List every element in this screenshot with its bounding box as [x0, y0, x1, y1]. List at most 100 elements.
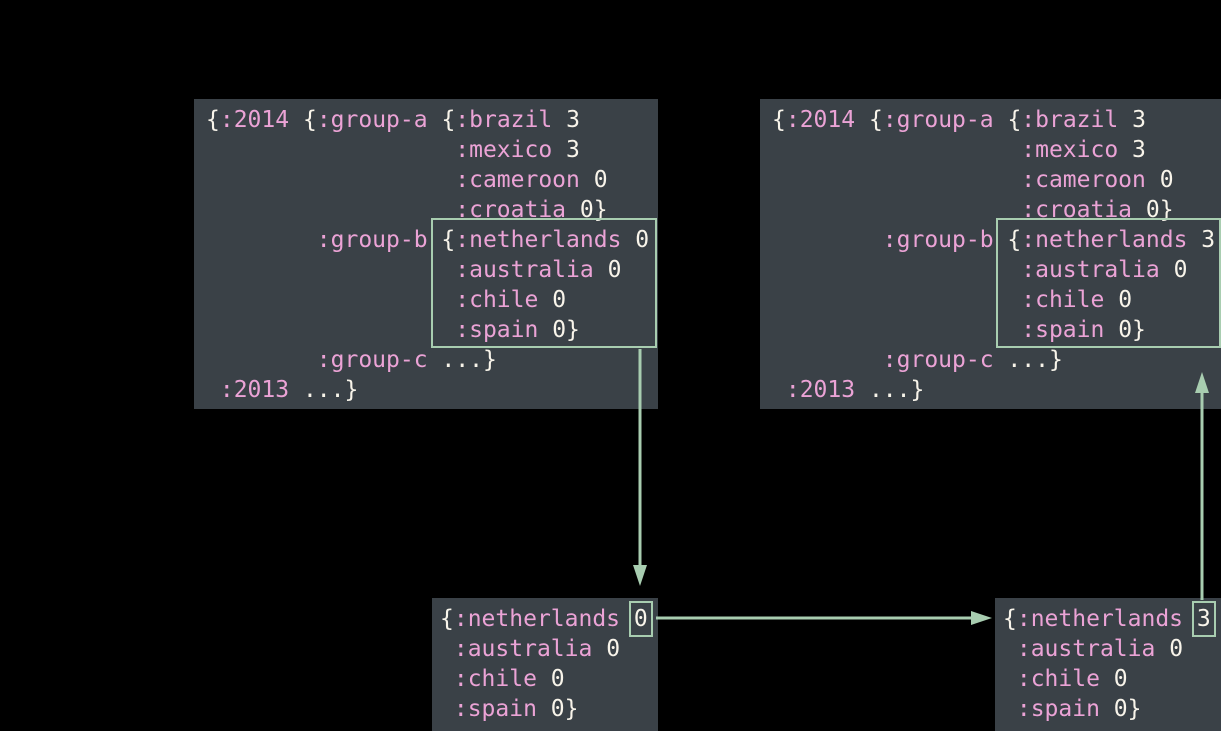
plain-token: 0} [538, 317, 580, 343]
plain-token: { [993, 227, 1022, 253]
keyword-token: :netherlands [455, 227, 622, 253]
plain-token [772, 287, 1021, 313]
plain-token: ...} [289, 377, 359, 403]
keyword-token: :cameroon [1021, 167, 1146, 193]
plain-token [772, 197, 1021, 223]
code-block-original-map: {:2014 {:group-a {:brazil 3 :mexico 3 :c… [194, 99, 658, 409]
code-line: :mexico 3 [206, 135, 658, 165]
keyword-token: :group-b [882, 227, 994, 253]
code-line: :group-b {:netherlands 3 [772, 225, 1221, 255]
plain-token [772, 317, 1021, 343]
code-line: :spain 0} [440, 694, 658, 724]
plain-token: 0 [1104, 287, 1133, 313]
plain-token [772, 167, 1021, 193]
update-arrow-right-icon [656, 611, 992, 625]
plain-token [206, 377, 220, 403]
plain-token [206, 317, 455, 343]
plain-token [1183, 606, 1197, 632]
keyword-token: :group-c [882, 347, 994, 373]
plain-token: 0} [536, 696, 579, 722]
code-line: :chile 0 [1003, 664, 1221, 694]
plain-token [772, 257, 1021, 283]
keyword-token: :group-a [316, 107, 428, 133]
plain-token [1003, 636, 1017, 662]
code-line: :australia 0 [206, 255, 658, 285]
plain-token: 0 [1159, 257, 1188, 283]
plain-token: { [772, 107, 786, 133]
plain-token: ...} [855, 377, 925, 403]
plain-token: { [993, 107, 1022, 133]
code-line: :spain 0} [206, 315, 658, 345]
plain-token: 3 [552, 107, 580, 133]
code-line: :group-b {:netherlands 0 [206, 225, 658, 255]
keyword-token: :2014 [219, 107, 290, 133]
plain-token [440, 636, 454, 662]
keyword-token: :spain [455, 317, 539, 343]
code-line: {:netherlands 0 [440, 601, 658, 637]
plain-token: { [289, 107, 317, 133]
highlight-box-group-b-original [431, 218, 657, 348]
plain-token: 0} [1099, 696, 1142, 722]
keyword-token: :brazil [1021, 107, 1119, 133]
keyword-token: :spain [1021, 317, 1105, 343]
plain-token: 0 [536, 666, 565, 692]
plain-token: 3 [1118, 137, 1146, 163]
keyword-token: :cameroon [455, 167, 580, 193]
code-block-updated-map: {:2014 {:group-a {:brazil 3 :mexico 3 :c… [760, 99, 1221, 409]
keyword-token: :netherlands [1021, 227, 1188, 253]
code-line: :mexico 3 [772, 135, 1221, 165]
plain-token: 0 [1099, 666, 1128, 692]
code-line: :cameroon 0 [772, 165, 1221, 195]
plain-token [1003, 666, 1017, 692]
plain-token: { [855, 107, 883, 133]
code-line: :chile 0 [206, 285, 658, 315]
keyword-token: :group-c [316, 347, 428, 373]
plain-token: 0} [1104, 317, 1146, 343]
plain-token [772, 347, 883, 373]
highlighted-value: 3 [1191, 601, 1216, 637]
code-line: {:netherlands 3 [1003, 601, 1221, 637]
plain-token [772, 137, 1021, 163]
code-line: :chile 0 [772, 285, 1221, 315]
plain-token [772, 227, 883, 253]
keyword-token: :australia [455, 257, 594, 283]
keyword-token: :australia [453, 636, 593, 662]
keyword-token: :spain [453, 696, 537, 722]
plain-token [206, 137, 455, 163]
keyword-token: :2013 [219, 377, 290, 403]
keyword-token: :australia [1016, 636, 1156, 662]
plain-token: 3 [1118, 107, 1146, 133]
plain-token [772, 377, 786, 403]
code-line: :group-c ...} [772, 345, 1221, 375]
plain-token: 0 [538, 287, 567, 313]
code-line: :2013 ...} [206, 375, 658, 405]
keyword-token: :spain [1016, 696, 1100, 722]
code-line: :australia 0 [440, 634, 658, 664]
keyword-token: :chile [455, 287, 539, 313]
keyword-token: :chile [1016, 666, 1100, 692]
plain-token: 3 [1187, 227, 1216, 253]
keyword-token: :mexico [455, 137, 553, 163]
plain-token: { [206, 107, 220, 133]
keyword-token: :netherlands [1016, 606, 1184, 632]
plain-token [206, 227, 317, 253]
plain-token: { [1003, 606, 1017, 632]
highlighted-value: 0 [628, 601, 653, 637]
plain-token: ...} [427, 347, 497, 373]
keyword-token: :brazil [455, 107, 553, 133]
plain-token: { [440, 606, 454, 632]
keyword-token: :2014 [785, 107, 856, 133]
plain-token [440, 666, 454, 692]
code-line: :spain 0} [772, 315, 1221, 345]
plain-token [620, 606, 634, 632]
keyword-token: :group-b [316, 227, 428, 253]
highlight-box-group-b-updated [996, 218, 1221, 348]
plain-token: { [427, 107, 456, 133]
keyword-token: :chile [1021, 287, 1105, 313]
code-block-updated-submap: {:netherlands 3 :australia 0 :chile 0 :s… [995, 598, 1221, 731]
plain-token: ...} [993, 347, 1063, 373]
plain-token: 0 [621, 227, 650, 253]
keyword-token: :mexico [1021, 137, 1119, 163]
code-line: {:2014 {:group-a {:brazil 3 [206, 105, 658, 135]
